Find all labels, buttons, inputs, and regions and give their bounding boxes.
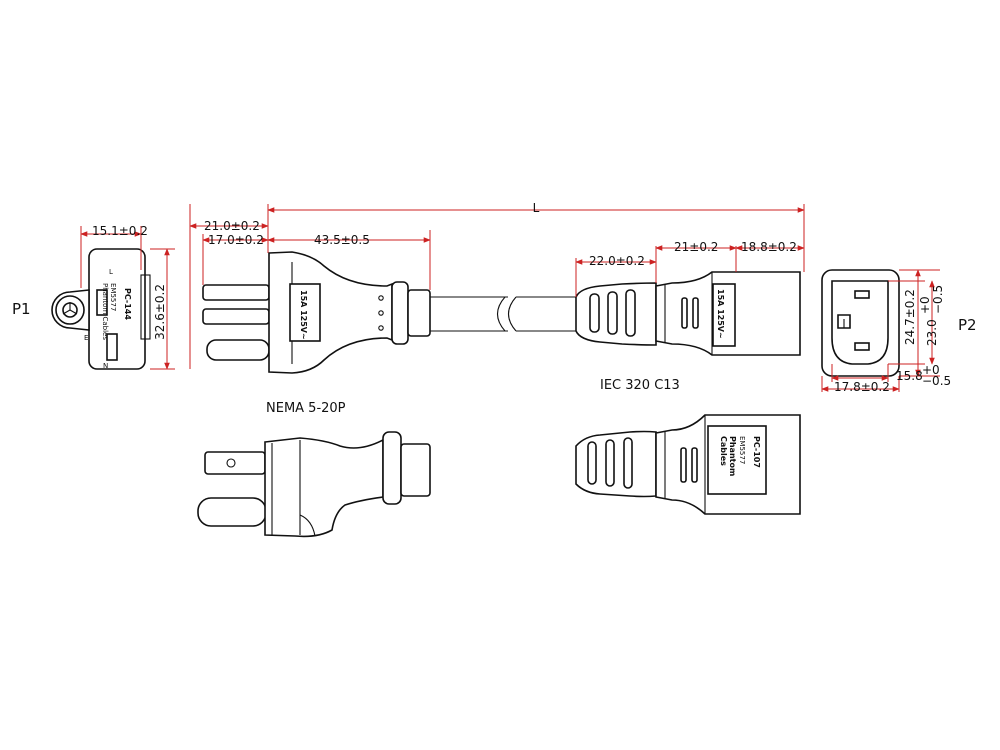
plug-rating: 15A 125V~ bbox=[299, 290, 308, 340]
p2-height-2-tol-upper: +0 bbox=[918, 296, 932, 314]
p2-face-view bbox=[821, 269, 900, 377]
p2-dimensions bbox=[821, 269, 940, 392]
conn-model: PC-107 bbox=[752, 436, 761, 468]
p2-height-1: 24.7±0.2 bbox=[903, 289, 917, 345]
p2-total-width: 17.8±0.2 bbox=[834, 380, 890, 394]
p1-brand: Phantom Cables bbox=[101, 283, 109, 340]
p1-model: PC-144 bbox=[123, 288, 132, 320]
p1-n-mark: N bbox=[103, 362, 108, 370]
nema-plug-side bbox=[197, 431, 431, 538]
p2-height-2: 23.0 bbox=[925, 319, 939, 346]
dim-plug-body: 43.5±0.5 bbox=[314, 233, 370, 247]
p2-label: P2 bbox=[958, 316, 977, 334]
dim-strain-relief: 22.0±0.2 bbox=[589, 254, 645, 268]
dim-17: 17.0±0.2 bbox=[208, 233, 264, 247]
connector-rating: 15A 125V~ bbox=[716, 289, 725, 339]
p1-height-dim: 32.6±0.2 bbox=[153, 284, 167, 340]
plug-type-label: NEMA 5-20P bbox=[266, 401, 346, 416]
iec-c13-top bbox=[575, 271, 801, 356]
conn-brand-2: Cables bbox=[719, 436, 728, 466]
p1-label: P1 bbox=[12, 300, 31, 318]
nema-plug-top bbox=[202, 251, 431, 374]
conn-brand-1: Phantom bbox=[728, 436, 737, 476]
p1-e-mark: E bbox=[84, 334, 88, 342]
p2-bottom-tol-lower: −0.5 bbox=[922, 374, 951, 388]
dim-conn-mid: 21±0.2 bbox=[674, 240, 718, 254]
iec-c13-side bbox=[575, 414, 801, 515]
p1-pin-n bbox=[106, 333, 118, 361]
p1-face-view bbox=[51, 248, 151, 370]
conn-cert: EM5577 bbox=[738, 436, 746, 464]
cable bbox=[430, 296, 576, 332]
top-dimensions bbox=[189, 204, 805, 369]
p2-bottom-width: 15.8 bbox=[896, 369, 923, 383]
p2-height-2-tol-lower: −0.5 bbox=[931, 285, 945, 314]
p1-cert: EM5577 bbox=[109, 283, 117, 311]
p1-dimensions bbox=[80, 226, 175, 370]
p1-pin-l bbox=[96, 289, 108, 316]
dim-21: 21.0±0.2 bbox=[204, 219, 260, 233]
p1-l-mark: L bbox=[109, 268, 113, 276]
p2-bottom-tol-upper: +0 bbox=[922, 363, 940, 377]
dim-conn-body: 18.8±0.2 bbox=[741, 240, 797, 254]
p1-width-dim: 15.1±0.2 bbox=[92, 224, 148, 238]
length-label: L bbox=[533, 201, 540, 215]
connector-type-label: IEC 320 C13 bbox=[600, 378, 680, 393]
